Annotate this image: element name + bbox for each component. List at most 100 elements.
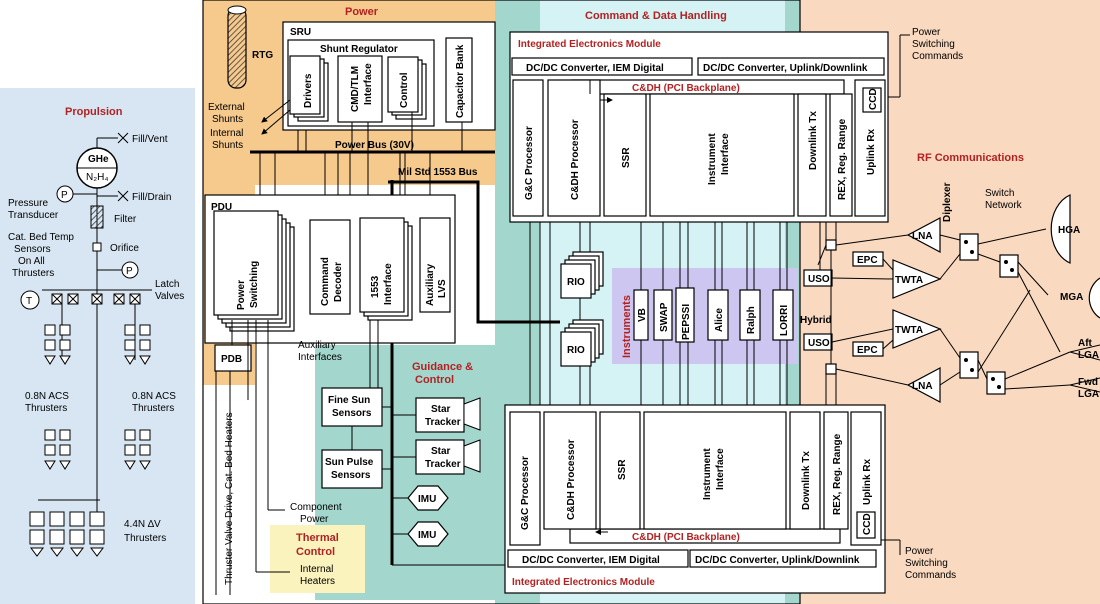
svg-text:Internal: Internal [300, 564, 333, 575]
svg-text:Command: Command [320, 257, 331, 306]
propulsion-system: Fill/Vent GHe N₂H₄ Fill/Drain P Pressure… [8, 132, 184, 557]
svg-text:SSR: SSR [621, 147, 632, 168]
ccd-bottom [856, 511, 876, 539]
switch-bottom-icon [986, 371, 1006, 395]
rf-title: RF Communications [917, 152, 1024, 164]
svg-text:IMU: IMU [418, 494, 436, 505]
gnc-title-line1: Guidance & [412, 361, 473, 373]
svg-text:Star: Star [431, 446, 451, 457]
svg-text:VB: VB [637, 308, 648, 322]
orifice-icon [92, 242, 102, 252]
svg-text:Power: Power [300, 514, 329, 525]
svg-text:Latch: Latch [155, 279, 179, 290]
svg-text:Commands: Commands [905, 570, 956, 581]
diplexer-label: Diplexer [942, 182, 953, 222]
rio-box-1: RIO [560, 251, 604, 299]
propulsion-title: Propulsion [65, 106, 123, 118]
svg-text:REX, Reg. Range: REX, Reg. Range [837, 118, 848, 200]
svg-text:Auxiliary: Auxiliary [298, 340, 336, 351]
svg-text:Alice: Alice [714, 308, 725, 332]
hybrid-label: Hybrid [800, 315, 832, 326]
acs-thruster-group-lower [44, 429, 151, 470]
svg-text:Switching: Switching [905, 558, 948, 569]
svg-text:Interface: Interface [383, 263, 394, 305]
tank-n2h4-label: N₂H₄ [86, 172, 108, 183]
svg-text:Uplink Rx: Uplink Rx [866, 128, 877, 175]
svg-text:Transducer: Transducer [8, 210, 59, 221]
svg-text:Thrusters: Thrusters [132, 403, 174, 414]
svg-text:G&C Processor: G&C Processor [520, 456, 531, 530]
svg-text:Shunts: Shunts [212, 114, 243, 125]
svg-text:Interfaces: Interfaces [298, 352, 342, 363]
rio-box-2: RIO [560, 319, 604, 367]
svg-text:On All: On All [18, 256, 45, 267]
svg-text:RIO: RIO [567, 277, 585, 288]
svg-text:DC/DC Converter, IEM Digital: DC/DC Converter, IEM Digital [526, 63, 664, 74]
svg-text:External: External [208, 102, 245, 113]
power-bus-label: Power Bus (30V) [335, 140, 414, 151]
svg-text:Internal: Internal [210, 128, 243, 139]
rtg-label: RTG [252, 50, 273, 61]
gnc-title-line2: Control [415, 374, 454, 386]
star-tracker-box-2 [415, 439, 465, 475]
star-tracker-optics-icon-2 [463, 439, 481, 473]
svg-text:DC/DC Converter, Uplink/Downli: DC/DC Converter, Uplink/Downlink [703, 63, 868, 74]
svg-text:CCD: CCD [868, 88, 879, 110]
svg-text:Star: Star [431, 404, 451, 415]
svg-text:PDB: PDB [221, 354, 242, 365]
hga-antenna-icon [1050, 194, 1071, 264]
svg-text:LNA: LNA [912, 231, 933, 242]
mil-std-1553-bus [388, 180, 560, 324]
svg-text:CCD: CCD [862, 513, 873, 535]
rex-top [829, 93, 853, 217]
svg-text:P: P [61, 190, 68, 201]
svg-text:Integrated Electronics Module: Integrated Electronics Module [518, 39, 661, 50]
power-switching-box [213, 210, 279, 316]
svg-text:Tracker: Tracker [425, 417, 461, 428]
svg-text:Instrument: Instrument [707, 133, 718, 185]
svg-text:C&DH Processor: C&DH Processor [566, 439, 577, 520]
dcdc-uplink-bottom [689, 549, 877, 568]
svg-text:Thrusters: Thrusters [124, 533, 166, 544]
fill-drain-label: Fill/Drain [132, 192, 171, 203]
svg-text:Sensors: Sensors [331, 470, 371, 481]
thermal-region [270, 525, 365, 593]
ssr-top [603, 93, 647, 217]
svg-text:SSR: SSR [617, 459, 628, 480]
svg-text:Tracker: Tracker [425, 459, 461, 470]
svg-text:Component: Component [290, 502, 342, 513]
star-tracker-box-1 [415, 397, 465, 433]
svg-text:PDU: PDU [211, 202, 232, 213]
svg-text:USO: USO [808, 338, 830, 349]
filter-icon [90, 205, 104, 229]
svg-text:RIO: RIO [567, 345, 585, 356]
svg-text:LNA: LNA [912, 381, 933, 392]
instrument-pepssi [675, 287, 695, 343]
svg-text:0.8N ACS: 0.8N ACS [25, 391, 69, 402]
thruster-valve-label: Thruster Valve Drive, Cat. Bed Heaters [224, 412, 235, 585]
svg-text:CMD/TLM: CMD/TLM [350, 66, 361, 112]
thermal-title-line2: Control [296, 546, 335, 558]
svg-text:Instrument: Instrument [702, 448, 713, 500]
svg-text:Control: Control [399, 72, 410, 108]
svg-text:HGA: HGA [1058, 225, 1080, 236]
svg-text:G&C Processor: G&C Processor [524, 126, 535, 200]
fill-vent-label: Fill/Vent [132, 134, 168, 145]
svg-text:Auxiliary: Auxiliary [425, 263, 436, 306]
svg-text:0.8N ACS: 0.8N ACS [132, 391, 176, 402]
svg-text:Valves: Valves [155, 291, 184, 302]
svg-text:Fwd: Fwd [1078, 377, 1098, 388]
orifice-label: Orifice [110, 243, 139, 254]
svg-text:Switch: Switch [985, 188, 1014, 199]
svg-text:Ralph: Ralph [746, 306, 757, 334]
svg-text:Integrated Electronics Module: Integrated Electronics Module [512, 577, 655, 588]
svg-text:MGA: MGA [1060, 292, 1083, 303]
svg-text:Interface: Interface [715, 448, 726, 490]
temp-sensor-icon [20, 290, 40, 310]
acs-thruster-group-right [124, 304, 151, 365]
mil-std-label: Mil Std 1553 Bus [398, 167, 478, 178]
instrument-alice [707, 289, 729, 341]
ssr-bottom [599, 411, 641, 530]
dcdc-uplink-top [697, 57, 885, 76]
